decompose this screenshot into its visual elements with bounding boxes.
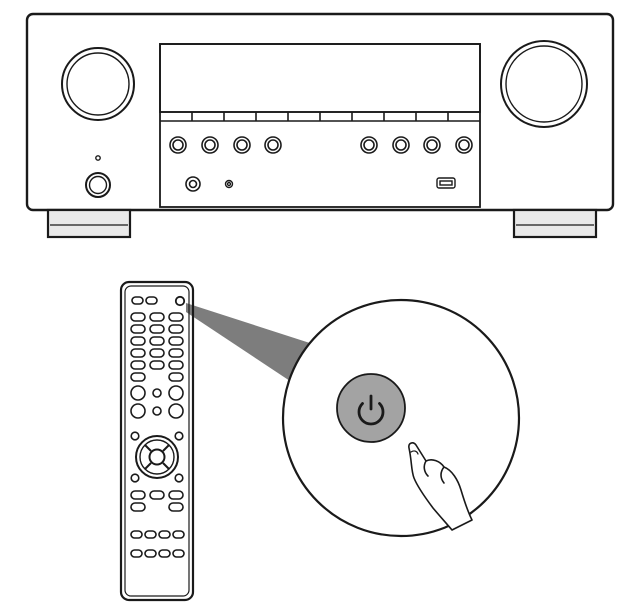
receiver-foot-left	[46, 208, 132, 239]
front-knob	[264, 136, 282, 154]
front-knob	[455, 136, 473, 154]
remote-volume-buttons	[130, 385, 184, 419]
remote-dpad	[135, 435, 179, 479]
remote-lower-buttons	[130, 490, 185, 558]
front-knob	[233, 136, 251, 154]
receiver-body	[25, 12, 615, 212]
front-knob	[423, 136, 441, 154]
callout-beam	[186, 303, 316, 383]
front-knob	[360, 136, 378, 154]
front-knob	[201, 136, 219, 154]
remote-enter-button	[148, 448, 166, 466]
tone-knobs-right	[360, 136, 473, 154]
usb-port	[436, 177, 456, 189]
front-knob	[169, 136, 187, 154]
remote-control	[119, 280, 195, 602]
remote-button	[131, 296, 144, 305]
remote-power-button	[174, 295, 186, 307]
remote-input-buttons	[130, 312, 184, 382]
front-panel	[159, 43, 481, 208]
receiver-foot-right	[512, 208, 598, 239]
display-window	[159, 43, 481, 113]
front-button-strip	[160, 111, 480, 122]
remote-body	[119, 280, 195, 602]
remote-button	[145, 296, 158, 305]
input-selector-knob	[61, 47, 135, 121]
finger-pressing-icon	[408, 442, 473, 531]
magnified-callout	[281, 298, 521, 538]
front-knob	[392, 136, 410, 154]
power-indicator-led	[95, 155, 101, 161]
receiver-power-button	[85, 172, 111, 198]
power-icon	[357, 394, 385, 426]
tone-knobs-left	[169, 136, 282, 154]
master-volume-knob	[500, 40, 588, 128]
av-receiver	[25, 12, 615, 239]
headphone-jack	[185, 176, 201, 192]
mic-jack	[224, 179, 234, 189]
